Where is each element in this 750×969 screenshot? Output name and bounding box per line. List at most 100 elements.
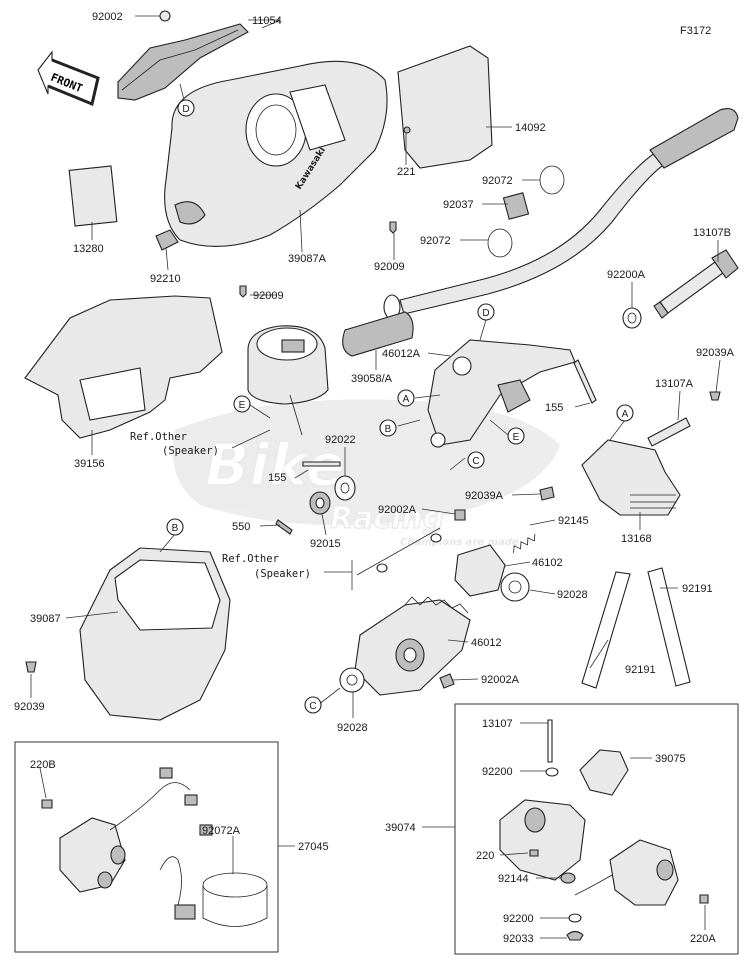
callout-c-lower-label: C (309, 701, 316, 712)
ref-note-speaker1-line2: (Speaker) (162, 445, 219, 457)
plate-13280 (68, 165, 118, 227)
screw-221 (403, 126, 411, 134)
part-46102 (454, 544, 506, 597)
washer-92200-upper (545, 767, 559, 777)
label-27045: 27045 (298, 841, 329, 853)
bolt-13107B (653, 249, 739, 319)
label-14092: 14092 (515, 122, 546, 134)
label-39087: 39087 (30, 613, 61, 625)
callout-b-lower (166, 518, 184, 536)
label-92191-right: 92191 (682, 583, 713, 595)
label-92009-right: 92009 (374, 261, 405, 273)
screw-92039A-mid (539, 486, 555, 501)
label-92072-bottom: 92072 (420, 235, 451, 247)
label-92144: 92144 (498, 873, 529, 885)
bolt-155-upper (573, 359, 597, 404)
label-39087A: 39087A (288, 253, 327, 265)
switch-27045 (59, 767, 213, 893)
washer-92028-lower (339, 667, 365, 693)
callout-b-mid-label: B (385, 424, 392, 435)
callout-c-mid (467, 451, 485, 469)
label-13280: 13280 (73, 243, 104, 255)
bolt-155-lower (302, 461, 341, 467)
callout-d-top (177, 99, 195, 117)
label-220: 220 (476, 850, 494, 862)
label-92039A-top: 92039A (696, 347, 735, 359)
label-92200A: 92200A (607, 269, 646, 281)
label-13168: 13168 (621, 533, 652, 545)
callout-c-lower (304, 696, 322, 714)
label-13107: 13107 (482, 718, 513, 730)
label-39074: 39074 (385, 822, 416, 834)
label-92145: 92145 (558, 515, 589, 527)
label-92039: 92039 (14, 701, 45, 713)
watermark-tagline: Champions are made (400, 537, 519, 548)
label-92009-left: 92009 (253, 290, 284, 302)
cover-39075 (579, 749, 629, 796)
label-92002A-lower: 92002A (481, 674, 520, 686)
callout-a-left-label: A (403, 394, 410, 405)
label-221: 221 (397, 166, 415, 178)
connector-92037 (502, 192, 530, 220)
label-92028-lower: 92028 (337, 722, 368, 734)
label-39075: 39075 (655, 753, 686, 765)
inset-box-39074 (454, 703, 739, 955)
callout-b-lower-label: B (172, 523, 179, 534)
label-220A: 220A (690, 933, 716, 945)
screw-92009-right (389, 221, 397, 234)
callout-a-left (397, 389, 415, 407)
callout-d-mid-label: D (482, 308, 489, 319)
label-39156: 39156 (74, 458, 105, 470)
pin-13107A (647, 417, 691, 447)
clip-92033 (566, 930, 584, 941)
clip-92210 (155, 229, 179, 251)
part-550 (275, 519, 293, 535)
screw-92009-left (239, 285, 247, 298)
callout-b-mid (379, 419, 397, 437)
washer-92028-upper (500, 572, 530, 602)
label-46102: 46102 (532, 557, 563, 569)
inset-box-27045 (14, 741, 279, 953)
clamp-92072A (159, 856, 268, 927)
label-39058A: 39058/A (351, 373, 393, 385)
label-155-lower: 155 (268, 472, 286, 484)
callout-e-mid (507, 427, 525, 445)
switch-body-39074 (499, 799, 586, 881)
label-92002A-upper: 92002A (378, 504, 417, 516)
label-92037: 92037 (443, 199, 474, 211)
part-92144 (560, 872, 576, 884)
label-92039A-mid: 92039A (465, 490, 504, 502)
callout-d-mid (477, 303, 495, 321)
screw-220B (41, 799, 53, 809)
callout-d-top-label: D (182, 104, 189, 115)
watermark: Bike Racing Champions are made (172, 399, 560, 548)
label-92022: 92022 (325, 434, 356, 446)
label-220B: 220B (30, 759, 56, 771)
label-46012A: 46012A (382, 348, 421, 360)
screw-92039 (25, 661, 37, 673)
label-92210: 92210 (150, 273, 181, 285)
label-550: 550 (232, 521, 250, 533)
label-92200-upper: 92200 (482, 766, 513, 778)
label-92200-lower: 92200 (503, 913, 534, 925)
label-92015: 92015 (310, 538, 341, 550)
callout-a-right-label: A (622, 409, 629, 420)
tube-92191-left (581, 571, 631, 689)
callout-c-mid-label: C (472, 456, 479, 467)
screw-220A (699, 894, 709, 904)
tube-92191-right (647, 567, 691, 687)
label-13107A: 13107A (655, 378, 694, 390)
label-11054: 11054 (252, 15, 282, 27)
meter-unit (247, 325, 329, 436)
ref-note-speaker1-line1: Ref.Other (130, 431, 187, 443)
label-92002: 92002 (92, 11, 123, 23)
callout-e-left-label: E (239, 400, 246, 411)
grip-39058A (342, 311, 414, 357)
bolt-92002A-upper (454, 509, 466, 521)
cover-39156 (24, 295, 223, 439)
label-92033: 92033 (503, 933, 534, 945)
pin-13107 (547, 719, 553, 763)
spring-92145 (513, 533, 536, 553)
ref-note-speaker2-line1: Ref.Other (222, 553, 279, 565)
